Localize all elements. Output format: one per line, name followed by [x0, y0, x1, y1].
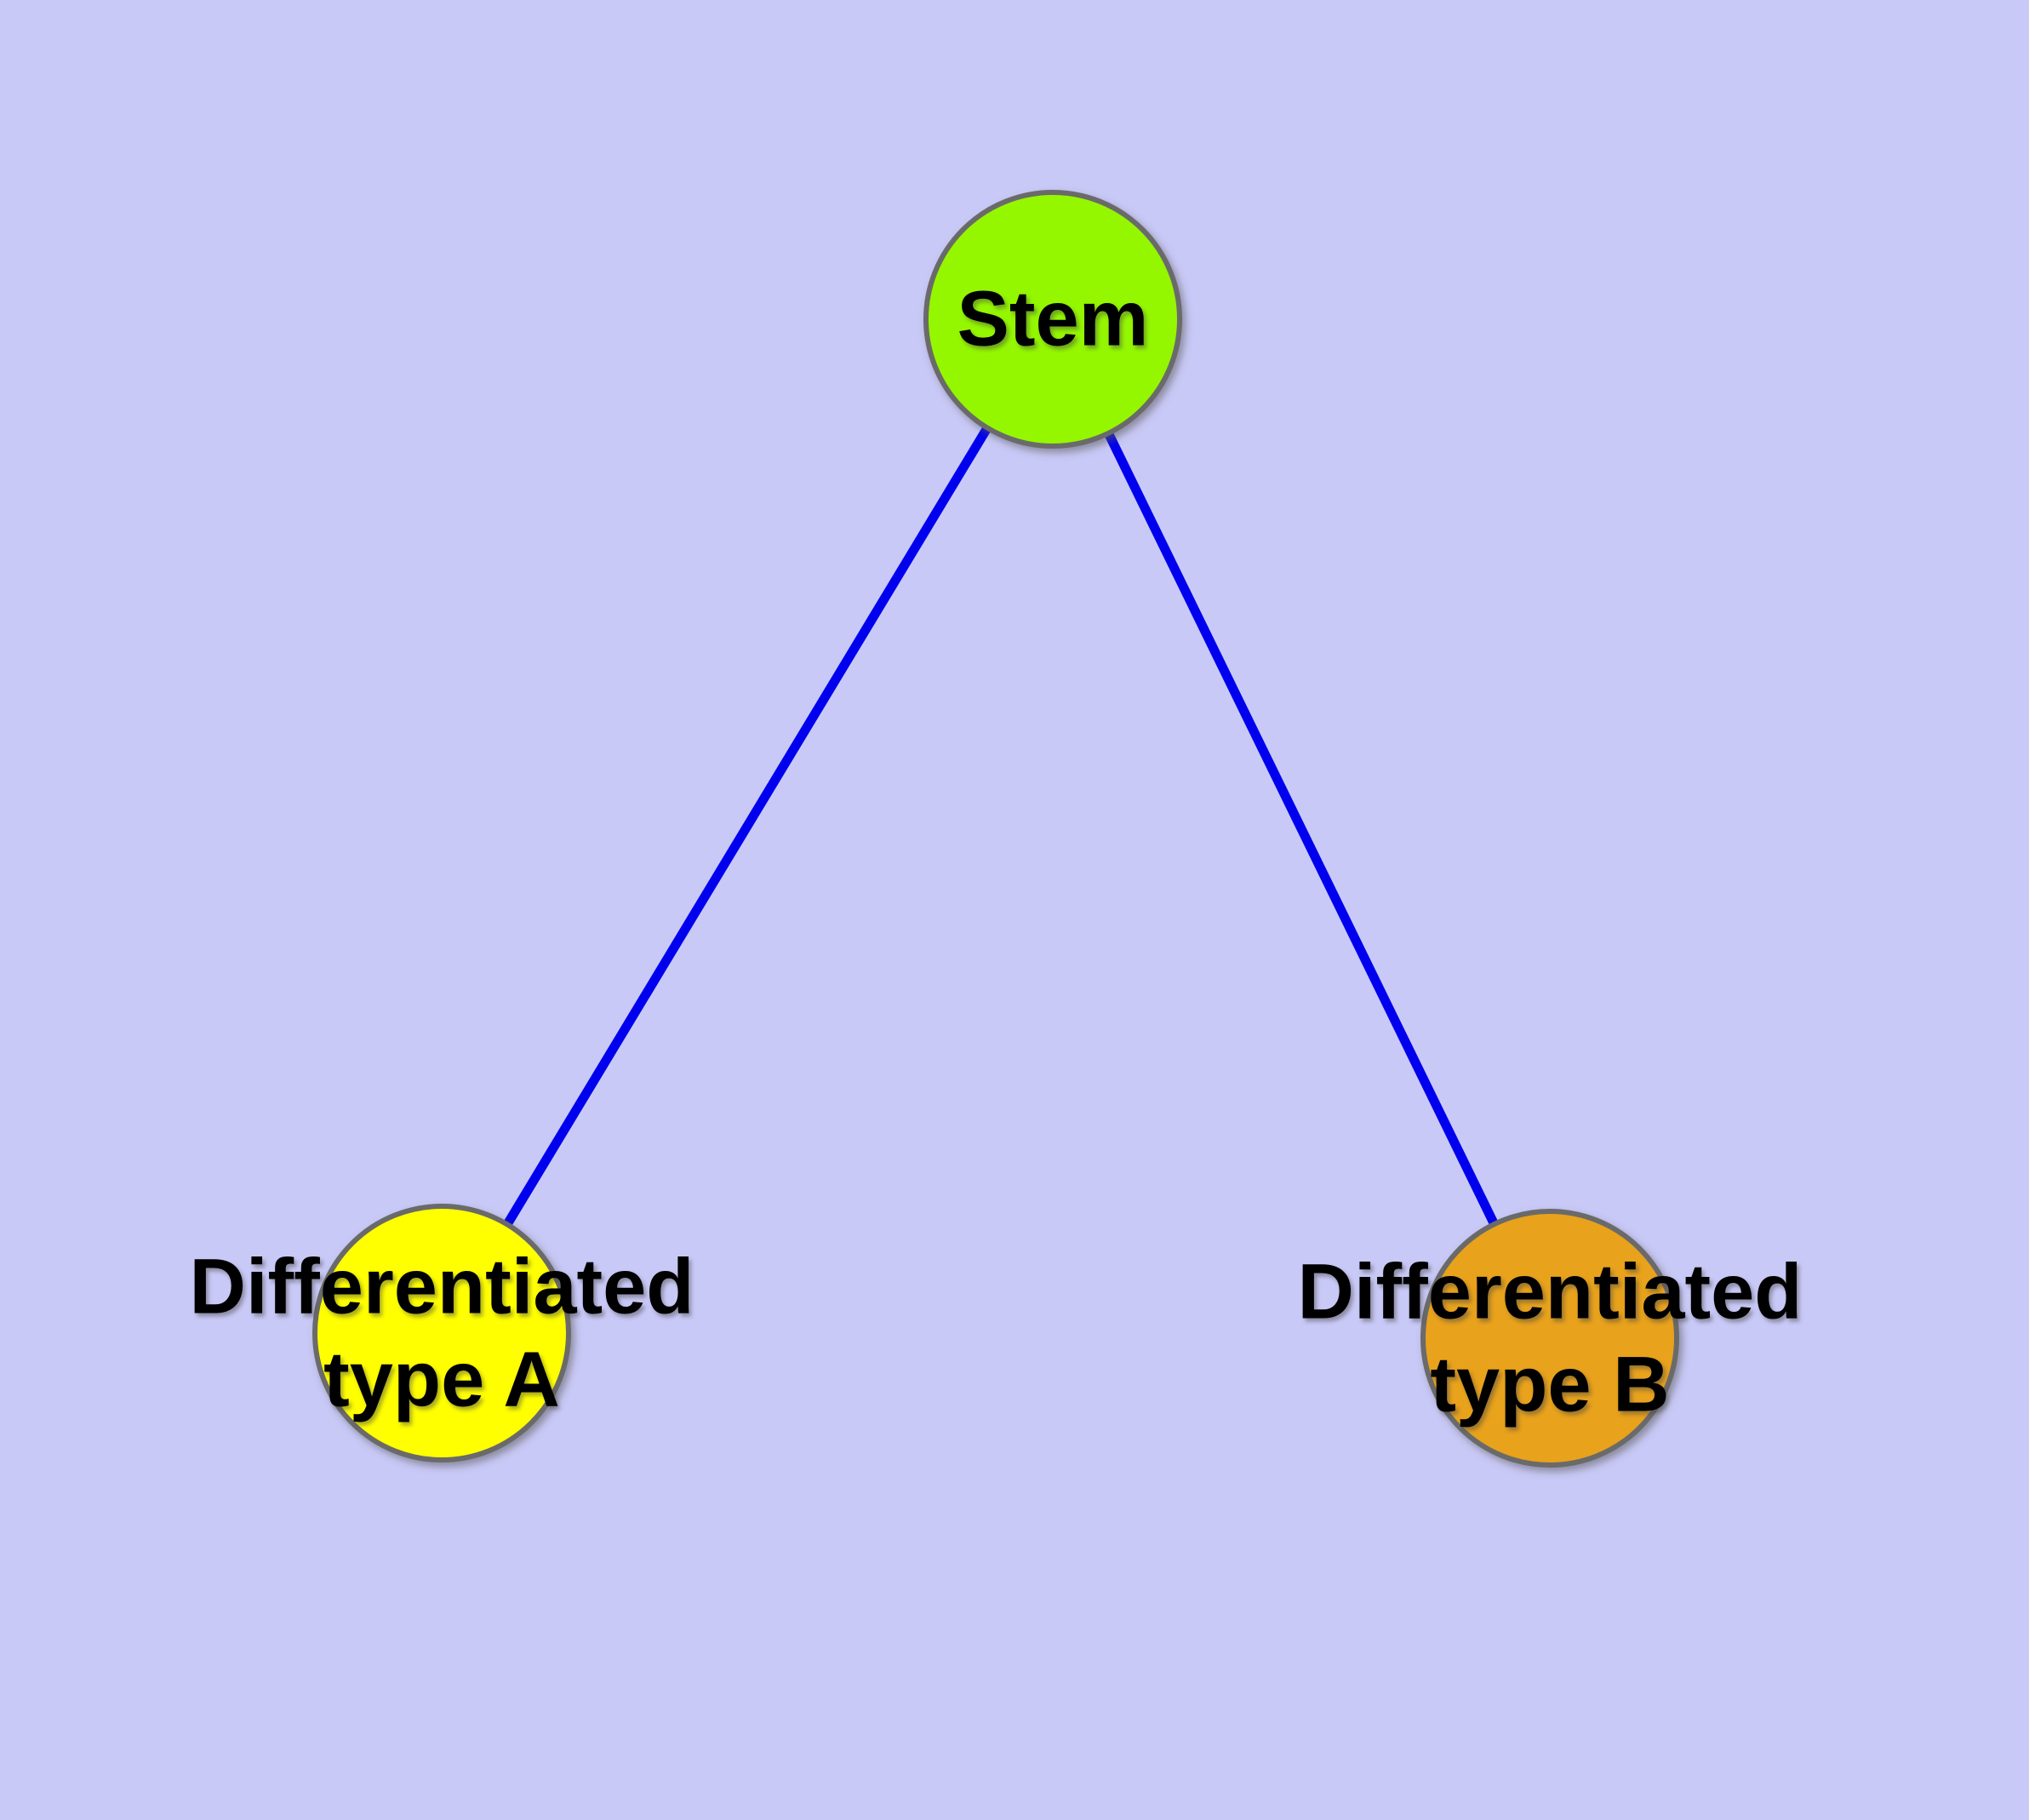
- node-differentiated-type-a-label-line1: Differentiated: [189, 1243, 694, 1331]
- node-stem-label: Stem: [957, 273, 1149, 366]
- node-differentiated-type-b-label-line2: type B: [1430, 1341, 1670, 1428]
- node-differentiated-type-b-label: Differentiated type B: [1298, 1245, 1803, 1430]
- node-differentiated-type-b-label-line1: Differentiated: [1297, 1248, 1803, 1336]
- edge-stem-to-type-b: [1049, 317, 1554, 1341]
- node-differentiated-type-a-label: Differentiated type A: [190, 1240, 694, 1425]
- node-stem-label-line: Stem: [957, 275, 1149, 363]
- node-differentiated-type-a-circle: [312, 1204, 571, 1462]
- edge-stem-to-type-a: [437, 317, 1057, 1336]
- node-differentiated-type-b-circle: [1420, 1209, 1679, 1468]
- node-stem-circle: [923, 190, 1182, 449]
- node-differentiated-type-a-label-line2: type A: [323, 1336, 560, 1422]
